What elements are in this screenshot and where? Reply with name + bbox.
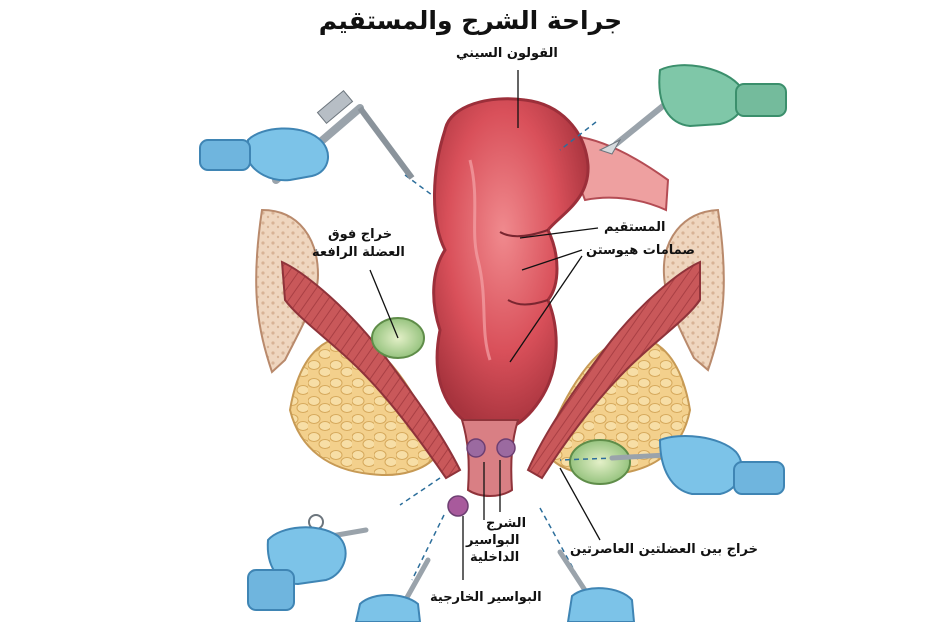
glove-bottom-right (566, 587, 636, 623)
label-rectum: المستقيم (604, 220, 666, 235)
label-intersphincteric-abscess: خراج بين العضلتين العاصرتين (570, 542, 758, 557)
glove-mid-right (658, 435, 785, 495)
label-supralevator-abscess-2: العضلة الرافعة (312, 245, 405, 260)
label-houston-valves: صمامات هيوستن (586, 243, 695, 258)
page-title: جراحة الشرج والمستقيم (318, 6, 623, 35)
leader-lines (369, 70, 601, 580)
label-internal-hemorrhoids-2: الداخلية (470, 550, 520, 565)
label-internal-hemorrhoids-1: البواسير (466, 533, 520, 548)
label-sigmoid-colon: القولون السيني (456, 46, 558, 61)
instrument-guides (399, 121, 616, 591)
rectum (432, 97, 590, 434)
intersphincteric-abscess (569, 439, 631, 485)
glove-bottom-left (247, 526, 347, 611)
label-external-hemorrhoids: البواسير الخارجية (430, 590, 542, 605)
glove-top-right (658, 64, 787, 128)
levator-muscle-left (280, 260, 462, 480)
glove-top-left (199, 127, 329, 182)
glove-bottom-center (354, 594, 422, 623)
label-anus: الشرج (486, 516, 527, 531)
anal-canal (447, 419, 520, 517)
levator-muscle-right (526, 260, 701, 480)
label-supralevator-abscess-1: خراج فوق (328, 227, 393, 242)
